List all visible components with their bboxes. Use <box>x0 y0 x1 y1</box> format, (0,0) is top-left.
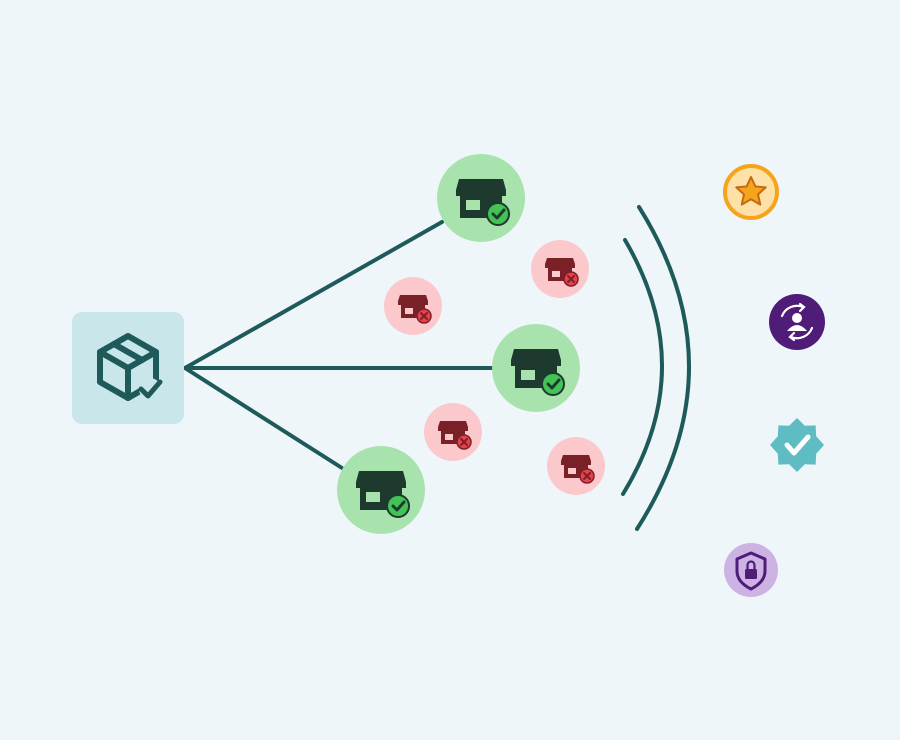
package-check-icon <box>97 333 159 401</box>
check-badge-icon <box>541 372 565 396</box>
user-sync-badge <box>769 294 825 350</box>
verified-check-icon <box>770 418 824 472</box>
security-badge <box>724 543 778 597</box>
approved-store-node <box>492 324 580 412</box>
rejected-store-node <box>424 403 482 461</box>
user-sync-icon <box>780 302 814 342</box>
x-badge-icon <box>579 468 595 484</box>
connector-lines <box>183 220 494 470</box>
shield-lock-icon <box>735 551 767 591</box>
barrier-arc-outer <box>635 205 691 531</box>
verified-badge <box>770 418 824 472</box>
barrier-arcs <box>621 205 691 531</box>
connector-line-bottom <box>183 366 344 470</box>
approved-store-node <box>437 154 525 242</box>
star-badge <box>723 164 779 220</box>
rejected-store-node <box>384 277 442 335</box>
connector-line-top <box>183 220 444 370</box>
barrier-arc-inner <box>621 238 664 496</box>
source-package-node <box>72 312 184 424</box>
approved-store-node <box>337 446 425 534</box>
x-badge-icon <box>416 308 432 324</box>
check-badge-icon <box>386 494 410 518</box>
x-badge-icon <box>563 271 579 287</box>
rejected-store-node <box>531 240 589 298</box>
x-badge-icon <box>456 434 472 450</box>
star-icon <box>735 176 767 206</box>
check-badge-icon <box>486 202 510 226</box>
package-check-mark <box>138 378 163 400</box>
rejected-store-node <box>547 437 605 495</box>
